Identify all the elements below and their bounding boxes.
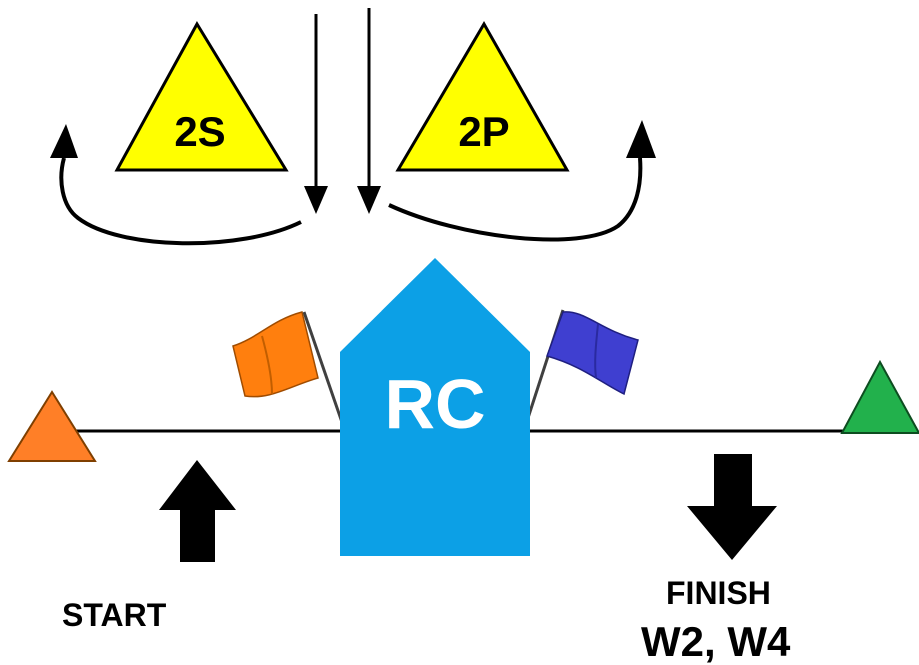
left-flag-pole xyxy=(302,311,347,432)
blue-flag-icon xyxy=(546,311,639,396)
start-pin-mark xyxy=(7,390,97,462)
approach-arrowhead-left-icon xyxy=(304,186,328,214)
mark-2p: 2P xyxy=(395,21,570,172)
rounding-arc-right xyxy=(388,157,643,242)
mark-2p-label: 2P xyxy=(458,108,509,155)
committee-boat-label: RC xyxy=(384,365,485,443)
mark-2s: 2S xyxy=(114,21,289,172)
finish-arrow-icon xyxy=(687,454,777,560)
committee-boat: RC xyxy=(340,258,530,556)
rounding-arc-left xyxy=(59,157,302,246)
rounding-arrowhead-left-icon xyxy=(50,124,78,158)
rounding-arrows xyxy=(50,120,656,246)
start-arrow-icon xyxy=(159,460,236,562)
mark-2s-label: 2S xyxy=(174,108,225,155)
finish-sub-label: W2, W4 xyxy=(641,618,791,665)
rounding-arrowhead-right-icon xyxy=(626,120,656,158)
mark-2p-triangle xyxy=(395,21,570,172)
approach-arrowhead-right-icon xyxy=(357,186,381,214)
orange-flag-icon xyxy=(232,311,319,398)
approach-arrows xyxy=(304,8,381,214)
start-label: START xyxy=(62,597,167,633)
finish-pin-mark xyxy=(840,359,919,434)
finish-label: FINISH xyxy=(666,575,771,611)
committee-boat-shape xyxy=(340,258,530,556)
mark-2s-triangle xyxy=(114,21,289,172)
